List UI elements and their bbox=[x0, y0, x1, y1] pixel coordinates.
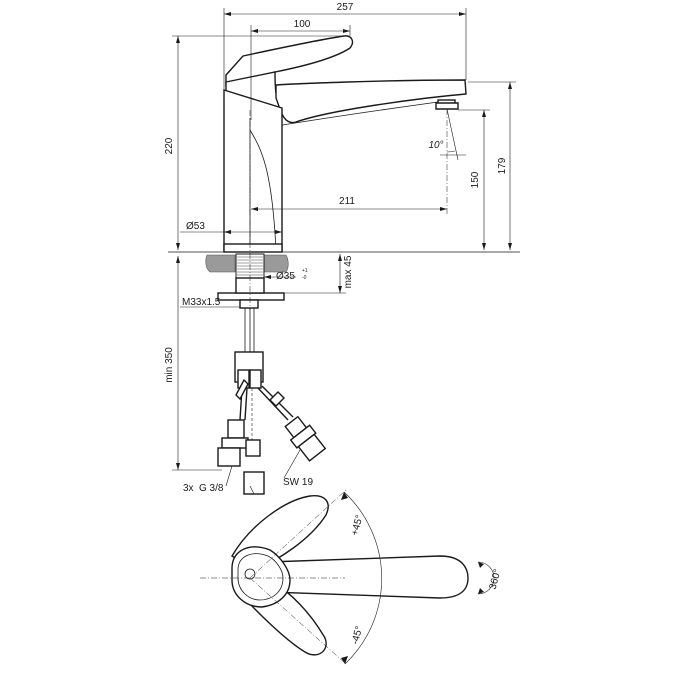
deck-block-left bbox=[205, 254, 236, 273]
dim-spout-reach: 211 bbox=[339, 196, 355, 207]
dim-spout-angle: 10° bbox=[428, 140, 443, 151]
label-wrench-size: SW 19 bbox=[283, 477, 313, 488]
label-connection-thread: G 3/8 bbox=[199, 483, 224, 494]
lever-handle bbox=[225, 35, 354, 86]
base-ring bbox=[223, 243, 283, 253]
body-column bbox=[223, 89, 283, 251]
nut-lower bbox=[239, 299, 259, 309]
dim-overall-length: 257 bbox=[337, 2, 354, 13]
dim-lever-angle-plus: +45° bbox=[350, 514, 366, 537]
dim-thread: M33x1.5 bbox=[182, 297, 221, 308]
dimension-labels: 257 100 220 179 150 211 10° Ø53 Ø35 +1 -… bbox=[164, 2, 508, 494]
dim-lever-angle-minus: -45° bbox=[350, 625, 365, 646]
dim-min-hose-length: min 350 bbox=[164, 347, 175, 383]
dimension-lines bbox=[172, 8, 516, 495]
dim-max-deck: max 45 bbox=[343, 255, 354, 288]
top-view-labels: +45° -45° 360° bbox=[350, 514, 504, 646]
aerator-tip bbox=[435, 102, 459, 110]
axis-minus45 bbox=[249, 577, 347, 665]
hose-elbow-right bbox=[269, 391, 285, 407]
dim-hole-diameter: Ø35 bbox=[276, 271, 295, 282]
spout-top bbox=[267, 555, 469, 599]
pivot-mark bbox=[244, 568, 256, 580]
spout bbox=[275, 79, 467, 124]
dim-base-diameter: Ø53 bbox=[186, 221, 205, 232]
faucet-top-view bbox=[200, 489, 495, 665]
deck-block-right bbox=[263, 254, 289, 273]
lever-swing-arc bbox=[343, 491, 383, 665]
label-connection-count: 3x bbox=[183, 483, 194, 494]
column-curve bbox=[249, 129, 277, 251]
swivel-arc bbox=[477, 561, 495, 595]
dim-swivel-angle: 360° bbox=[488, 568, 504, 591]
connector-left bbox=[217, 419, 249, 467]
faucet-side-view bbox=[168, 35, 520, 253]
dim-lever-length: 100 bbox=[294, 19, 311, 30]
dim-spout-clearance: 150 bbox=[470, 171, 481, 188]
connector-middle bbox=[243, 439, 265, 495]
hose-elbow-left bbox=[235, 378, 249, 401]
dim-height: 220 bbox=[164, 137, 175, 154]
connector-right bbox=[284, 415, 327, 462]
dim-outlet-height: 179 bbox=[497, 157, 508, 174]
hose-crimp-right bbox=[249, 369, 262, 389]
supply-hoses bbox=[217, 308, 327, 495]
fixing-plate bbox=[217, 292, 285, 301]
dim-hole-tolerance-top: +1 bbox=[302, 268, 308, 274]
dim-hole-tolerance-bottom: -0 bbox=[302, 275, 307, 281]
